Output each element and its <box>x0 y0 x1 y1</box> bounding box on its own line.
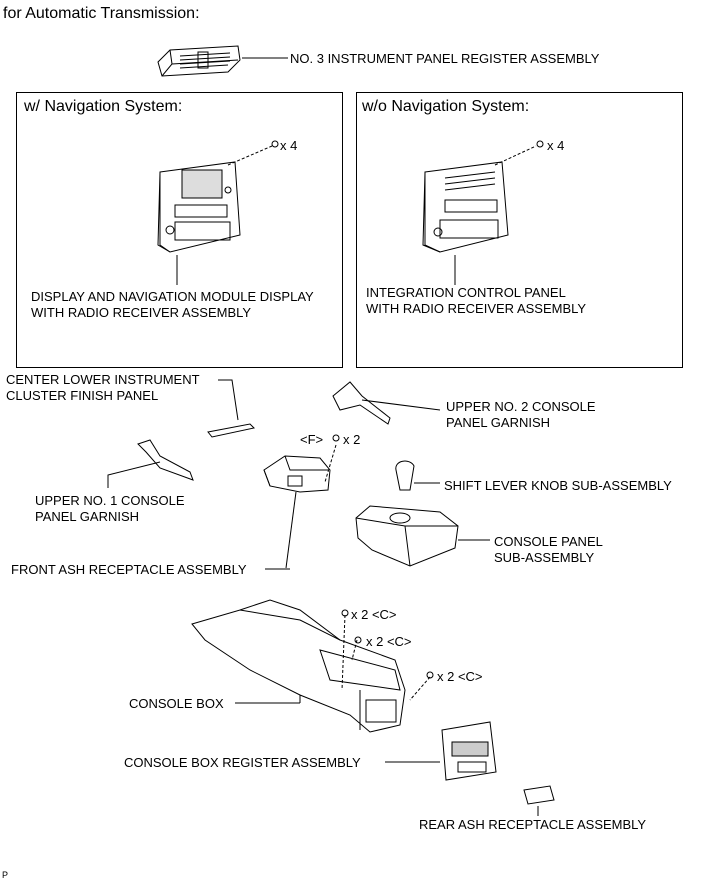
fastener-c-screws-2: x 2 <C> <box>366 634 412 649</box>
leader-line <box>265 568 290 570</box>
label-console-box-register: CONSOLE BOX REGISTER ASSEMBLY <box>124 755 361 770</box>
label-upper-no1-line1: UPPER NO. 1 CONSOLE <box>35 493 185 508</box>
label-shift-knob: SHIFT LEVER KNOB SUB-ASSEMBLY <box>444 478 672 493</box>
panel-with-navigation <box>16 92 343 368</box>
label-integration-line1: INTEGRATION CONTROL PANEL <box>366 285 566 300</box>
label-nav-module-line2: WITH RADIO RECEIVER ASSEMBLY <box>31 305 252 320</box>
fastener-c-screws-3: x 2 <C> <box>437 669 483 684</box>
label-no3-register: NO. 3 INSTRUMENT PANEL REGISTER ASSEMBLY <box>290 51 600 66</box>
shift-knob-drawing <box>395 460 440 491</box>
label-front-ash: FRONT ASH RECEPTACLE ASSEMBLY <box>11 562 247 577</box>
fastener-c-screws-1: x 2 <C> <box>351 607 397 622</box>
label-upper-no1-line2: PANEL GARNISH <box>35 509 140 524</box>
fastener-front-ash-screws: x 2 <box>343 432 361 447</box>
console-box-drawing <box>191 599 434 733</box>
label-center-lower-line1: CENTER LOWER INSTRUMENT <box>6 372 200 387</box>
panel-title-without-navigation: w/o Navigation System: <box>362 98 530 115</box>
center-lower-panel-drawing <box>207 379 256 438</box>
label-integration-line2: WITH RADIO RECEIVER ASSEMBLY <box>366 301 587 316</box>
nav-module-drawing <box>157 140 279 285</box>
page-header: for Automatic Transmission: <box>3 5 200 22</box>
integration-panel-drawing <box>422 140 544 285</box>
label-center-lower-line2: CLUSTER FINISH PANEL <box>6 388 159 403</box>
rear-ash-receptacle-drawing <box>523 785 555 816</box>
screw-icon <box>332 434 340 442</box>
console-panel-drawing <box>355 505 490 567</box>
fastener-nonav-screws: x 4 <box>547 138 565 153</box>
label-console-panel-line1: CONSOLE PANEL <box>494 534 603 549</box>
label-upper-no2-line2: PANEL GARNISH <box>446 415 551 430</box>
upper-no1-garnish-drawing <box>107 439 194 488</box>
fastener-nav-screws: x 4 <box>280 138 298 153</box>
footer-mark: P <box>2 870 9 880</box>
label-upper-no2-line1: UPPER NO. 2 CONSOLE <box>446 399 596 414</box>
upper-no2-garnish-drawing <box>332 381 441 425</box>
label-console-panel-line2: SUB-ASSEMBLY <box>494 550 595 565</box>
console-box-register-drawing <box>385 721 497 781</box>
label-nav-module-line1: DISPLAY AND NAVIGATION MODULE DISPLAY <box>31 289 314 304</box>
label-rear-ash: REAR ASH RECEPTACLE ASSEMBLY <box>419 817 647 832</box>
fastener-front-ash-tag: <F> <box>300 432 324 447</box>
panel-without-navigation <box>356 92 683 368</box>
label-console-box: CONSOLE BOX <box>129 696 224 711</box>
no3-register-drawing <box>157 45 288 77</box>
front-ash-receptacle-drawing <box>263 444 337 569</box>
panel-title-with-navigation: w/ Navigation System: <box>24 98 183 115</box>
